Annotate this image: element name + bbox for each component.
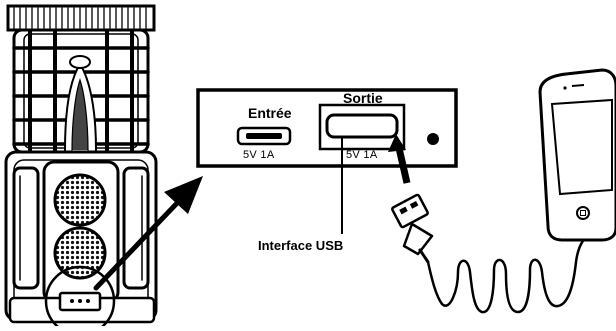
lantern-cage <box>12 28 150 154</box>
lantern-top-cap <box>6 4 156 32</box>
speaker-grille-upper <box>53 173 107 227</box>
usb-interface-label: Interface USB <box>258 238 344 253</box>
input-label: Entrée <box>248 105 292 121</box>
smartphone <box>538 68 616 242</box>
indicator-led <box>427 133 439 145</box>
usb-plug <box>391 193 434 264</box>
lantern-base <box>4 150 158 324</box>
input-rating: 5V 1A <box>243 149 275 161</box>
home-button <box>576 206 590 220</box>
output-usb-port <box>325 113 399 139</box>
speaker-grille-lower <box>53 226 107 280</box>
output-rating: 5V 1A <box>346 149 378 161</box>
port-panel <box>196 88 458 168</box>
zoom-arrow <box>93 176 203 291</box>
lantern <box>4 4 158 331</box>
output-label: Sortie <box>343 90 383 106</box>
lantern-port-highlight <box>44 265 116 331</box>
plug-arrow <box>388 134 411 184</box>
